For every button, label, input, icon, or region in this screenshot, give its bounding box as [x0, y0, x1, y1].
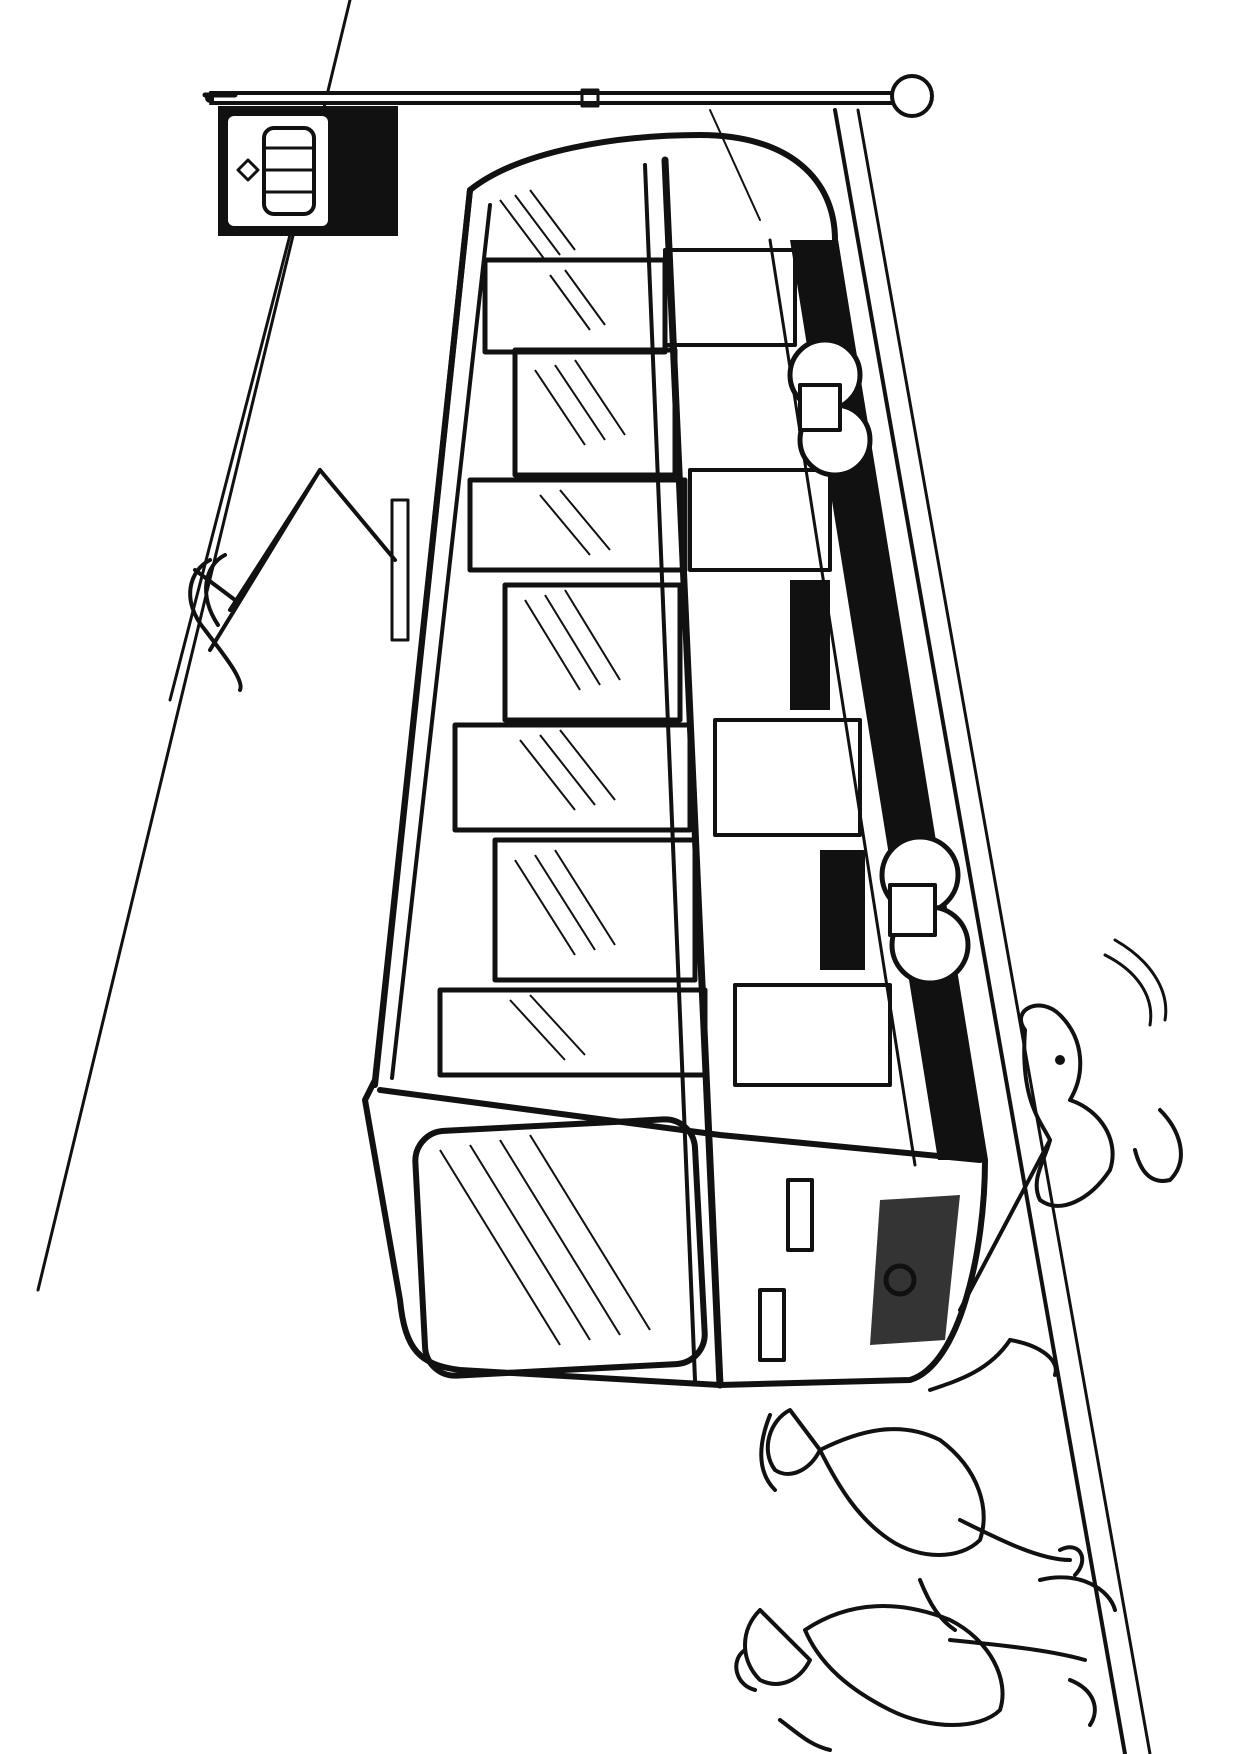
tram-windows — [437, 189, 708, 1346]
person-with-cap — [759, 1338, 1085, 1632]
ground-lines — [36, 0, 1152, 1754]
front-windscreen — [412, 1116, 708, 1379]
walking-person — [734, 1575, 1117, 1752]
pole-base — [890, 74, 934, 118]
tram-stop-sign — [202, 74, 934, 236]
tram-body — [362, 132, 988, 1389]
tram-doors — [663, 248, 892, 1087]
leash — [958, 1138, 1052, 1312]
pantograph-icon — [188, 468, 410, 692]
tram-bogies — [787, 337, 971, 986]
tram-pictogram-icon — [236, 126, 316, 216]
